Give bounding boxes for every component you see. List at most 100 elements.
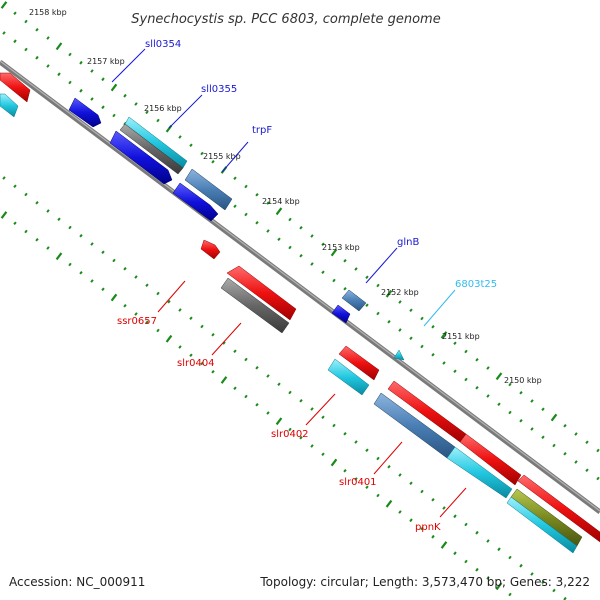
tick-mark bbox=[0, 211, 8, 219]
tick-mark bbox=[233, 204, 237, 209]
gene-arrow-blue[interactable] bbox=[172, 182, 219, 222]
leader-trpF bbox=[221, 141, 249, 173]
gene-label-slr0404[interactable]: slr0404 bbox=[177, 358, 215, 369]
tick-mark bbox=[585, 440, 589, 445]
tick-mark bbox=[55, 252, 63, 261]
tick-mark bbox=[79, 233, 83, 238]
leader-sll0354 bbox=[111, 48, 146, 83]
gene-arrow-slr0402-red[interactable] bbox=[338, 345, 380, 381]
tick-mark bbox=[574, 460, 578, 464]
gene-arrow-cyan[interactable] bbox=[0, 93, 19, 118]
gene-arrow-gray-sll0355[interactable] bbox=[119, 123, 184, 175]
tick-mark bbox=[398, 473, 402, 477]
leader-slr0402 bbox=[305, 393, 336, 426]
gene-label-ppnK[interactable]: ppnK bbox=[415, 522, 441, 533]
tick-mark bbox=[55, 42, 63, 51]
tick-mark bbox=[101, 77, 105, 82]
tick-mark bbox=[165, 334, 173, 343]
tick-label-2157: 2157 kbp bbox=[87, 57, 125, 66]
tick-mark bbox=[343, 431, 347, 436]
tick-mark bbox=[156, 291, 160, 296]
gene-label-glnB[interactable]: glnB bbox=[397, 237, 419, 248]
gene-arrow-red-right[interactable] bbox=[517, 474, 600, 543]
tick-mark bbox=[112, 113, 116, 118]
tick-mark bbox=[550, 413, 558, 422]
gene-arrow-sll0354[interactable] bbox=[68, 97, 102, 128]
tick-mark bbox=[266, 374, 270, 378]
ruler-labels: 2158 kbp 2157 kbp 2156 kbp 2155 kbp 2154… bbox=[29, 8, 542, 385]
tick-mark bbox=[376, 283, 380, 288]
gene-arrow-red[interactable] bbox=[0, 72, 31, 103]
tick-mark bbox=[365, 275, 369, 280]
tick-mark bbox=[420, 489, 424, 494]
tick-mark bbox=[233, 386, 237, 391]
tick-mark bbox=[310, 444, 314, 448]
tick-mark bbox=[508, 410, 512, 415]
tick-mark bbox=[453, 514, 457, 519]
genome-summary-text: Topology: circular; Length: 3,573,470 bp… bbox=[259, 575, 590, 589]
tick-mark bbox=[167, 299, 171, 304]
tick-mark bbox=[508, 592, 512, 597]
gene-arrow-sll0355[interactable] bbox=[109, 130, 173, 185]
tick-mark bbox=[68, 52, 72, 57]
gene-label-trpF[interactable]: trpF bbox=[252, 125, 272, 136]
gene-arrow-ppnK-red[interactable] bbox=[459, 433, 522, 486]
tick-mark bbox=[552, 443, 556, 448]
leader-slr0401 bbox=[373, 441, 403, 475]
gene-label-slr0402[interactable]: slr0402 bbox=[271, 429, 309, 440]
tick-mark bbox=[277, 382, 281, 387]
tick-mark bbox=[24, 229, 28, 234]
tick-mark bbox=[453, 341, 457, 346]
gene-arrow-slr0404-red[interactable] bbox=[226, 265, 297, 321]
tick-label-2156: 2156 kbp bbox=[144, 104, 182, 113]
tick-mark bbox=[211, 332, 215, 337]
tick-mark bbox=[398, 510, 402, 514]
tick-mark bbox=[178, 308, 182, 312]
tick-mark bbox=[519, 418, 523, 423]
tick-mark bbox=[200, 361, 204, 366]
tick-mark bbox=[343, 258, 347, 263]
gene-label-sll0355[interactable]: sll0355 bbox=[201, 84, 237, 95]
gene-arrow-glnB[interactable] bbox=[341, 289, 367, 312]
gene-label-slr0401[interactable]: slr0401 bbox=[339, 477, 377, 488]
gene-labels: sll0354 sll0355 trpF glnB 6803t25 ssr065… bbox=[117, 39, 497, 533]
genome-backbone bbox=[0, 60, 600, 514]
tick-mark bbox=[354, 440, 358, 444]
gene-arrow-blue-small[interactable] bbox=[331, 304, 351, 324]
tick-mark bbox=[189, 143, 193, 148]
tick-mark bbox=[385, 289, 393, 298]
gene-arrow-slr0402-cyan[interactable] bbox=[327, 358, 370, 396]
tick-mark bbox=[57, 72, 61, 77]
gene-arrow-slr0404-gray[interactable] bbox=[220, 277, 290, 334]
tick-mark bbox=[288, 427, 292, 432]
tick-label-2151: 2151 kbp bbox=[442, 332, 480, 341]
gene-arrow-ssr0657[interactable] bbox=[200, 239, 221, 260]
tick-mark bbox=[13, 184, 17, 189]
gene-arrow-cyan-lower[interactable] bbox=[506, 496, 578, 554]
tick-mark bbox=[90, 242, 94, 246]
gene-label-ssr0657[interactable]: ssr0657 bbox=[117, 316, 157, 327]
leader-glnB bbox=[365, 247, 398, 284]
tick-mark bbox=[266, 201, 270, 205]
gene-arrow-slr0401-cyan[interactable] bbox=[446, 446, 513, 499]
tick-mark bbox=[255, 192, 259, 197]
tick-mark bbox=[101, 250, 105, 255]
tick-mark bbox=[244, 212, 248, 217]
gene-label-sll0354[interactable]: sll0354 bbox=[145, 39, 181, 50]
gene-label-6803t25[interactable]: 6803t25 bbox=[455, 279, 497, 290]
tick-mark bbox=[330, 248, 338, 257]
tick-mark bbox=[596, 448, 600, 453]
tick-mark bbox=[13, 11, 17, 16]
tick-mark bbox=[145, 320, 149, 325]
gene-arrow-trpF[interactable] bbox=[184, 168, 233, 211]
tick-mark bbox=[376, 311, 380, 316]
tick-mark bbox=[431, 534, 435, 539]
tick-mark bbox=[211, 159, 215, 164]
tick-mark bbox=[275, 417, 283, 426]
tick-mark bbox=[475, 567, 479, 572]
tick-mark bbox=[387, 319, 391, 324]
tick-mark bbox=[123, 266, 127, 271]
gene-arrow-6803t25[interactable] bbox=[393, 349, 405, 361]
